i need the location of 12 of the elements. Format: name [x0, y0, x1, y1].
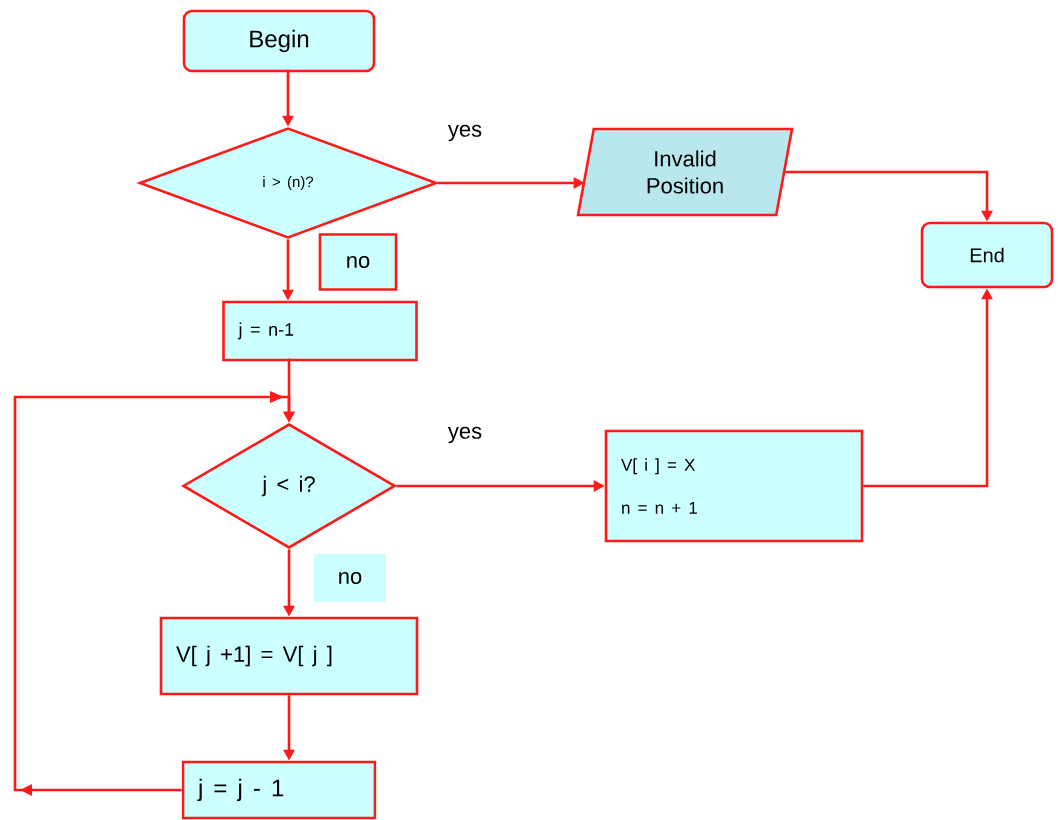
process-box: V[ i ] = X n = n + 1 [604, 429, 864, 543]
start-box: Begin [182, 9, 376, 73]
edge-label: yes [445, 424, 485, 446]
process-box: j = j - 1 [181, 760, 377, 820]
arrow [13, 391, 295, 796]
end-box: End [920, 221, 1054, 289]
process-box: V[ j +1] = V[ j ] [159, 616, 419, 696]
edge-label: no [314, 554, 386, 602]
edge-label: no [318, 233, 398, 291]
process-box: j = n-1 [222, 300, 418, 362]
edge-label: yes [445, 122, 485, 144]
output-parallelogram: Invalid Position [576, 127, 794, 217]
